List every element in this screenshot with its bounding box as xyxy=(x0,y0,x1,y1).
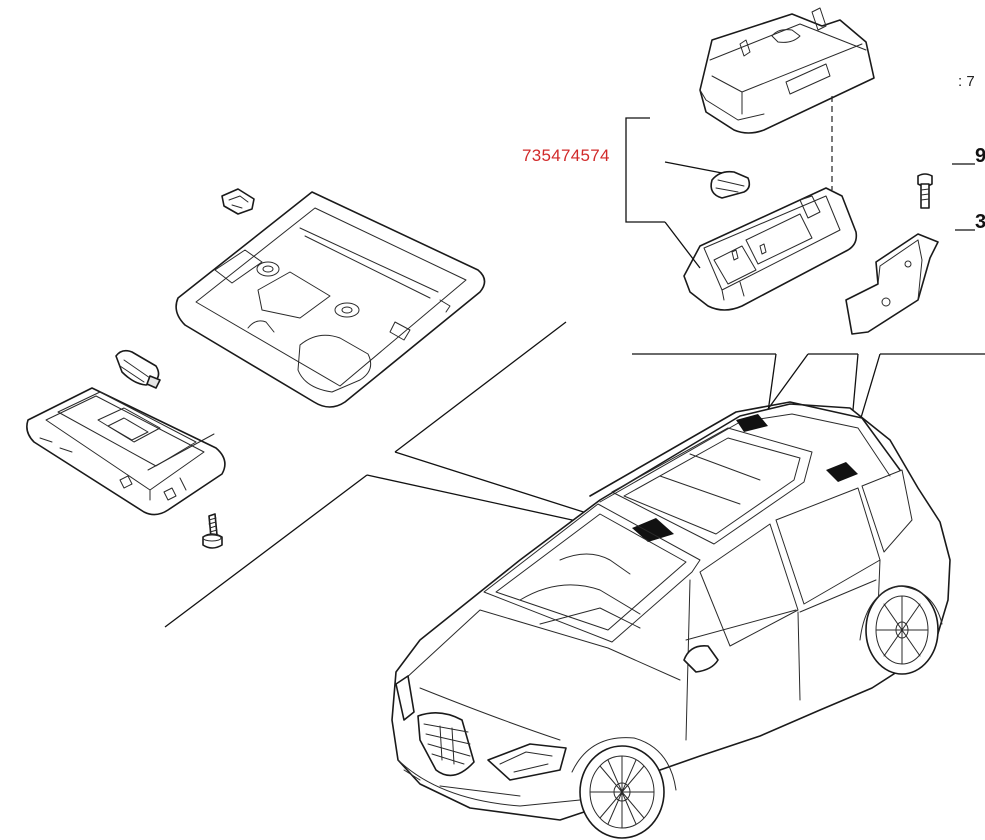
rear-wheel-icon xyxy=(865,585,939,675)
overhead-console-cover-icon xyxy=(175,191,486,408)
screw-icon xyxy=(202,513,223,549)
left-part-group xyxy=(26,188,486,628)
callout-ref-7: : 7 xyxy=(958,73,975,90)
lamp-housing-icon xyxy=(683,187,858,311)
right-part-group xyxy=(625,7,985,469)
festoon-bulb-icon xyxy=(115,349,161,389)
lamp-bulb-icon xyxy=(664,161,751,199)
hatchback-car-icon xyxy=(391,401,951,839)
lamp-lens-icon xyxy=(699,7,875,134)
clip-icon xyxy=(221,188,255,215)
screw-icon xyxy=(917,163,975,209)
mounting-bracket-icon xyxy=(845,229,975,335)
dome-lamp-unit-icon xyxy=(26,387,226,516)
callout-ref-9: 9 xyxy=(975,145,985,167)
part-number-label[interactable]: 735474574 xyxy=(522,146,610,165)
front-wheel-icon xyxy=(579,745,665,839)
callout-ref-3: 3 xyxy=(975,211,985,233)
